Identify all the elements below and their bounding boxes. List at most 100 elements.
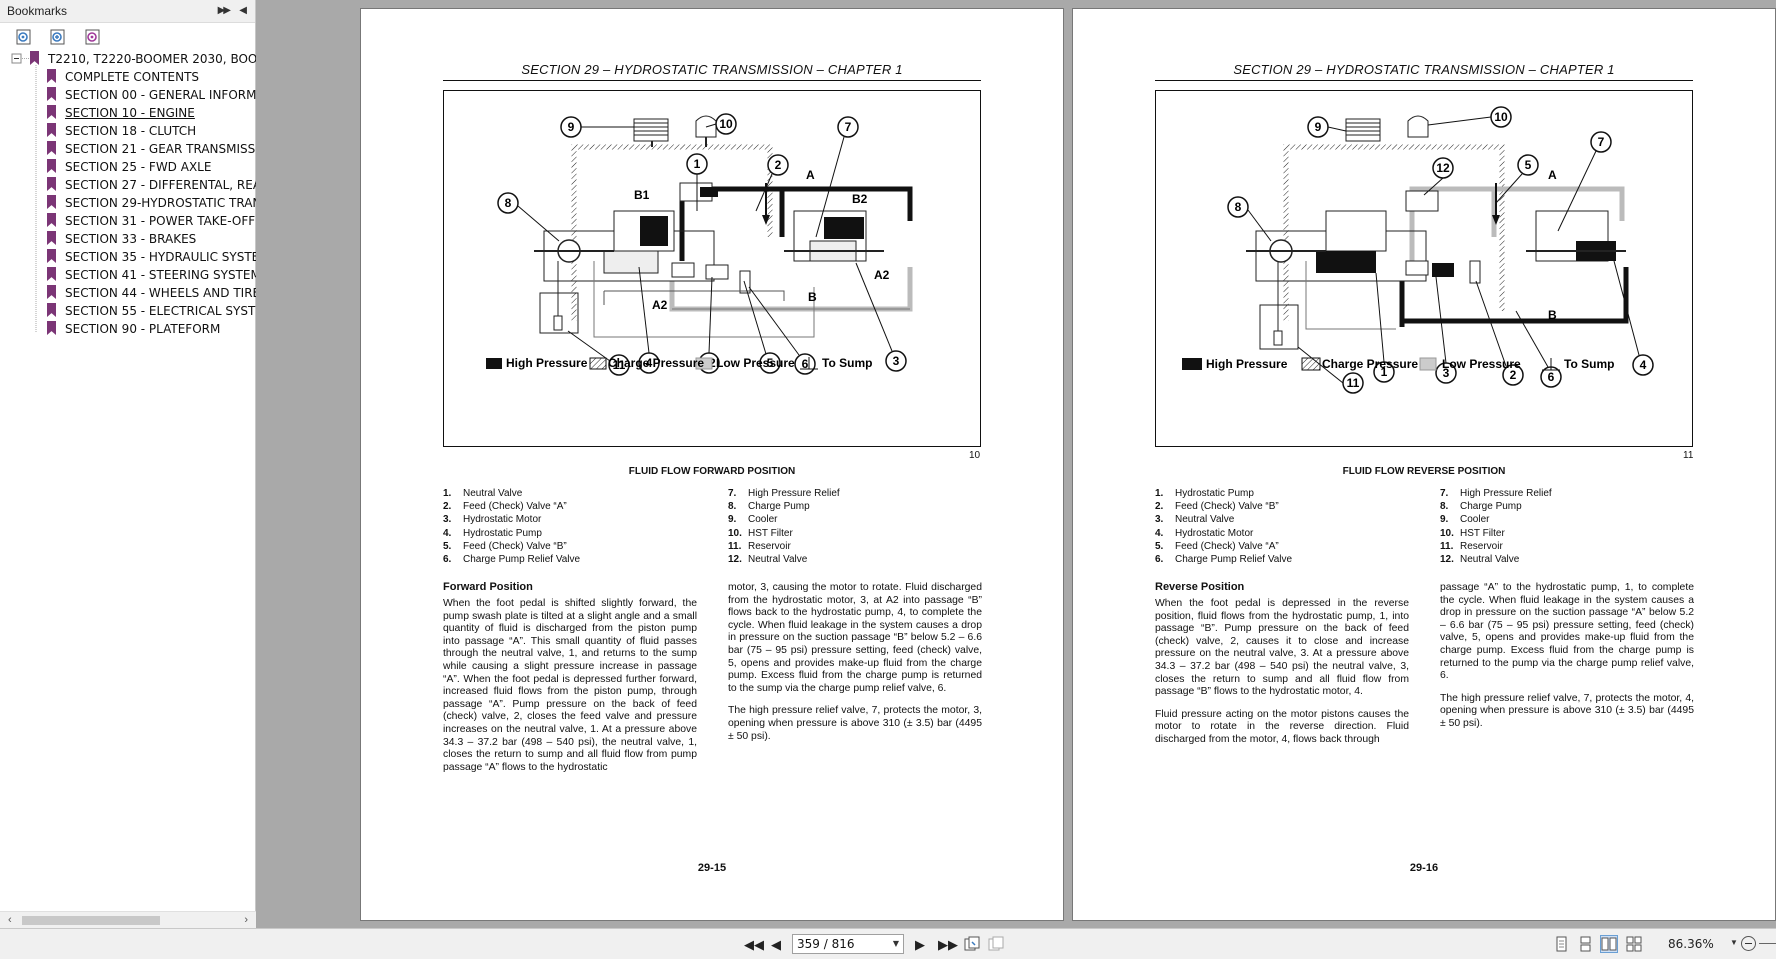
bookmark-item[interactable]: SECTION 00 - GENERAL INFORMAT bbox=[47, 87, 256, 104]
legend-swatch-low bbox=[1419, 357, 1437, 371]
passage-label: A2 bbox=[874, 268, 890, 282]
scroll-right-icon[interactable]: › bbox=[244, 914, 248, 926]
previous-page-icon[interactable]: ◀ bbox=[771, 937, 781, 952]
facing-view-icon[interactable] bbox=[1600, 935, 1618, 953]
passage-label: A bbox=[1548, 168, 1557, 182]
bookmark-item[interactable]: SECTION 44 - WHEELS AND TIRES bbox=[47, 285, 256, 302]
bookmark-item[interactable]: SECTION 41 - STEERING SYSTEMS bbox=[47, 267, 256, 284]
callout-6: 6 bbox=[1548, 370, 1555, 384]
bookmark-item[interactable]: SECTION 27 - DIFFERENTAL, REAF bbox=[47, 177, 256, 194]
callout-9: 9 bbox=[568, 120, 575, 134]
header-rule bbox=[1155, 80, 1693, 81]
bookmark-icon bbox=[47, 285, 56, 299]
bookmark-icon bbox=[47, 123, 56, 137]
passage-label: B1 bbox=[634, 188, 650, 202]
legend-charge: Charge Pressure bbox=[608, 356, 704, 370]
bookmark-item[interactable]: SECTION 33 - BRAKES bbox=[47, 231, 196, 248]
legend-swatch-charge bbox=[589, 357, 607, 370]
diagram-drawing bbox=[1246, 115, 1629, 350]
parts-list-left: 1.Neutral Valve 2.Feed (Check) Valve “A”… bbox=[443, 488, 581, 566]
parts-list-right: 7.High Pressure Relief 8.Charge Pump 9.C… bbox=[728, 488, 840, 566]
callout-10: 10 bbox=[1494, 110, 1508, 124]
find-bookmark-icon[interactable] bbox=[85, 29, 100, 45]
callout-2: 2 bbox=[775, 158, 782, 172]
bookmarks-horizontal-scrollbar[interactable]: ‹ › bbox=[0, 911, 256, 928]
single-page-view-icon[interactable] bbox=[1553, 936, 1569, 952]
next-view-icon[interactable] bbox=[988, 936, 1004, 952]
collapse-panel-icon[interactable]: ◀ bbox=[239, 5, 247, 16]
bookmark-item[interactable]: SECTION 18 - CLUTCH bbox=[47, 123, 196, 140]
bookmark-item[interactable]: SECTION 90 - PLATEFORM bbox=[47, 321, 220, 338]
bookmark-item[interactable]: SECTION 21 - GEAR TRANSMISSIC bbox=[47, 141, 256, 158]
first-page-icon[interactable]: ◀◀ bbox=[744, 937, 764, 952]
zoom-level[interactable]: 86.36% bbox=[1668, 937, 1714, 951]
callout-5: 5 bbox=[1525, 158, 1532, 172]
figure-number: 10 bbox=[969, 450, 981, 461]
parts-list-left: 1.Hydrostatic Pump 2.Feed (Check) Valve … bbox=[1155, 488, 1293, 566]
body-heading: Forward Position bbox=[443, 581, 533, 593]
bookmark-item[interactable]: SECTION 29-HYDROSTATIC TRAN bbox=[47, 195, 256, 212]
passage-label: A2 bbox=[652, 298, 668, 312]
previous-view-icon[interactable] bbox=[964, 936, 980, 952]
page-dropdown-icon[interactable]: ▼ bbox=[892, 939, 899, 948]
bookmark-icon bbox=[47, 267, 56, 281]
bookmark-item[interactable]: SECTION 55 - ELECTRICAL SYSTE bbox=[47, 303, 256, 320]
page-number-input[interactable]: 359 / 816 ▼ bbox=[792, 934, 904, 954]
legend-high: High Pressure bbox=[506, 356, 588, 370]
bookmarks-header: Bookmarks ▶▶ ◀ bbox=[0, 0, 255, 23]
legend-low: Low Pressure bbox=[716, 356, 795, 370]
bookmark-item[interactable]: SECTION 31 - POWER TAKE-OFF S bbox=[47, 213, 256, 230]
continuous-view-icon[interactable] bbox=[1577, 936, 1593, 952]
passage-label: B2 bbox=[852, 192, 868, 206]
figure-number: 11 bbox=[1683, 450, 1694, 461]
bookmark-icon bbox=[47, 159, 56, 173]
legend-swatch-charge bbox=[1301, 357, 1321, 371]
callout-12: 12 bbox=[1436, 161, 1450, 175]
callout-1: 1 bbox=[694, 157, 701, 171]
passage-label: B bbox=[1548, 308, 1557, 322]
figure-caption: FLUID FLOW FORWARD POSITION bbox=[628, 466, 796, 477]
bookmark-root[interactable]: T2210, T2220-BOOMER 2030, BOOM bbox=[30, 51, 256, 68]
bookmark-item[interactable]: SECTION 35 - HYDRAULIC SYSTEI bbox=[47, 249, 256, 266]
bookmark-options-icon[interactable] bbox=[16, 29, 31, 45]
section-header: SECTION 29 – HYDROSTATIC TRANSMISSION – … bbox=[521, 62, 903, 77]
bookmark-icon bbox=[47, 87, 56, 101]
bookmark-item[interactable]: COMPLETE CONTENTS bbox=[47, 69, 199, 86]
figure-caption: FLUID FLOW REVERSE POSITION bbox=[1342, 466, 1506, 477]
zoom-slider[interactable] bbox=[1759, 943, 1776, 944]
parts-list-right: 7.High Pressure Relief 8.Charge Pump 9.C… bbox=[1440, 488, 1552, 566]
legend-low: Low Pressure bbox=[1442, 357, 1521, 371]
bookmark-icon bbox=[47, 69, 56, 83]
expand-panel-icon[interactable]: ▶▶ bbox=[217, 5, 231, 16]
tree-connector-lines bbox=[11, 53, 37, 332]
legend-swatch-low bbox=[695, 357, 713, 370]
legend-sump: To Sump bbox=[1564, 357, 1614, 371]
scrollbar-thumb[interactable] bbox=[22, 916, 160, 925]
callout-8: 8 bbox=[1235, 200, 1242, 214]
legend-sump-icon bbox=[1542, 358, 1560, 371]
next-page-icon[interactable]: ▶ bbox=[915, 937, 925, 952]
zoom-out-icon[interactable] bbox=[1741, 936, 1756, 951]
legend-swatch-high bbox=[1182, 358, 1202, 370]
callout-3: 3 bbox=[893, 354, 900, 368]
callout-6: 6 bbox=[802, 357, 809, 371]
bookmark-icon bbox=[30, 51, 39, 65]
bookmarks-toolbar bbox=[0, 23, 255, 50]
bookmark-icon bbox=[47, 249, 56, 263]
passage-label: B bbox=[808, 290, 817, 304]
bookmark-item[interactable]: SECTION 25 - FWD AXLE bbox=[47, 159, 211, 176]
pdf-page: SECTION 29 – HYDROSTATIC TRANSMISSION – … bbox=[1072, 8, 1776, 921]
callout-10: 10 bbox=[719, 117, 733, 131]
legend-sump-icon bbox=[800, 357, 818, 370]
callout-4: 4 bbox=[1640, 358, 1647, 372]
last-page-icon[interactable]: ▶▶ bbox=[938, 937, 958, 952]
scroll-left-icon[interactable]: ‹ bbox=[8, 914, 12, 926]
continuous-facing-view-icon[interactable] bbox=[1626, 936, 1642, 952]
page-number: 29-16 bbox=[1409, 862, 1439, 874]
expand-bookmark-icon[interactable] bbox=[50, 29, 65, 45]
callout-8: 8 bbox=[505, 196, 512, 210]
callout-4: 4 bbox=[646, 356, 653, 370]
zoom-dropdown-icon[interactable]: ▼ bbox=[1730, 938, 1738, 947]
body-heading: Reverse Position bbox=[1155, 581, 1245, 593]
bookmark-item-selected[interactable]: SECTION 10 - ENGINE bbox=[47, 105, 195, 122]
